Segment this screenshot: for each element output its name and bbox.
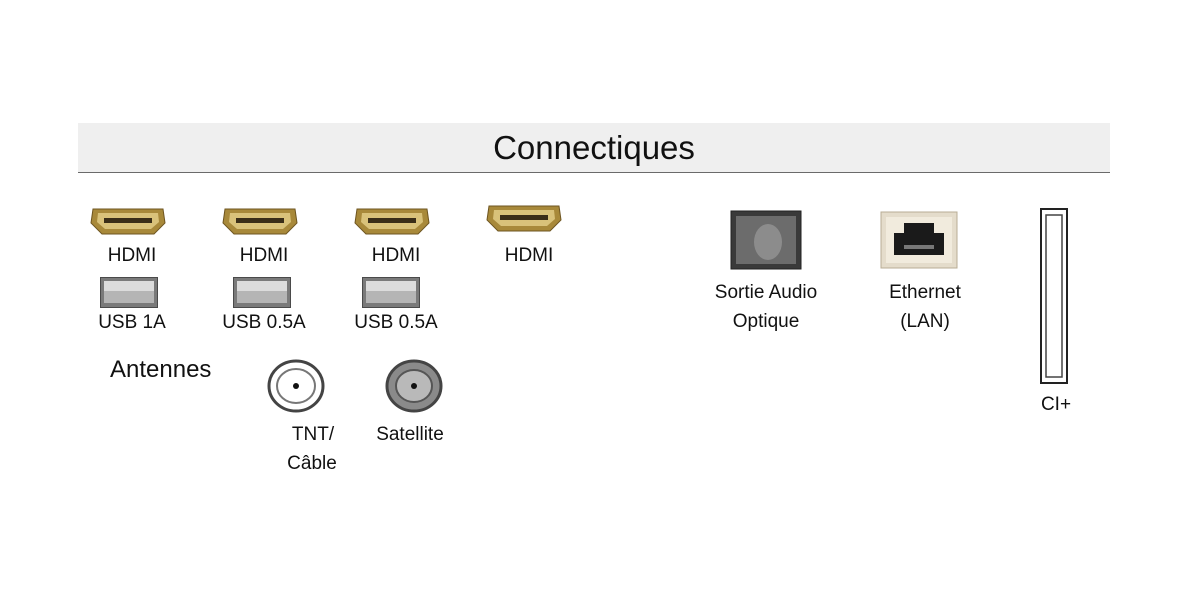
optical-label-line2: Optique	[732, 311, 800, 332]
usb-label-2: USB 0.5A	[222, 312, 306, 333]
satellite-port	[385, 359, 443, 413]
optical-port-icon	[730, 210, 802, 270]
ethernet-label-line2: (LAN)	[900, 311, 950, 332]
hdmi-port-icon	[486, 205, 562, 232]
hdmi-port-4	[486, 204, 562, 232]
ci-slot	[1040, 208, 1068, 384]
usb-port-2	[233, 277, 291, 308]
coaxial-port-icon	[267, 359, 325, 413]
usb-label-3: USB 0.5A	[354, 312, 438, 333]
usb-port-icon	[100, 277, 158, 308]
usb-port-icon	[233, 277, 291, 308]
hdmi-label-4: HDMI	[504, 245, 554, 266]
hdmi-port-icon	[90, 208, 166, 235]
ethernet-port	[880, 211, 958, 269]
usb-port-1	[100, 277, 158, 308]
ethernet-label-line1: Ethernet	[889, 282, 961, 303]
satellite-port-icon	[385, 359, 443, 413]
satellite-label: Satellite	[376, 424, 444, 445]
usb-label-1: USB 1A	[98, 312, 166, 333]
hdmi-port-icon	[354, 208, 430, 235]
ethernet-port-icon	[880, 211, 958, 269]
antennas-title: Antennes	[110, 356, 212, 383]
page-title: Connectiques	[493, 129, 695, 166]
coaxial-label-line2: Câble	[287, 453, 337, 474]
hdmi-port-icon	[222, 208, 298, 235]
usb-port-icon	[362, 277, 420, 308]
hdmi-label-3: HDMI	[371, 245, 421, 266]
hdmi-port-2	[222, 207, 298, 235]
optical-label-line1: Sortie Audio	[714, 282, 818, 303]
ci-label: CI+	[1040, 394, 1072, 415]
hdmi-port-3	[354, 207, 430, 235]
header-bar: Connectiques	[78, 123, 1110, 173]
coaxial-port	[267, 359, 325, 413]
coaxial-label-line1: TNT/	[291, 424, 335, 445]
usb-port-3	[362, 277, 420, 308]
ci-slot-icon	[1040, 208, 1068, 384]
hdmi-port-1	[90, 207, 166, 235]
optical-port	[730, 210, 802, 270]
hdmi-label-2: HDMI	[239, 245, 289, 266]
hdmi-label-1: HDMI	[107, 245, 157, 266]
